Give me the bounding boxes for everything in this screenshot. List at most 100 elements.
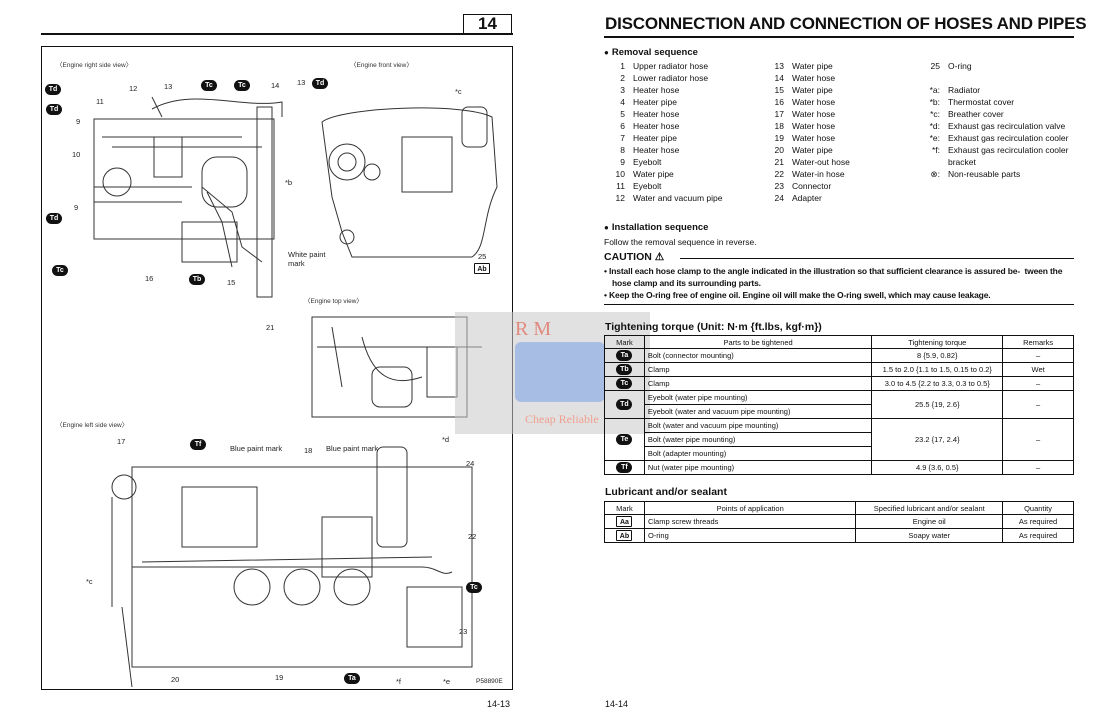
removal-item: 2 Lower radiator hose [603,72,722,84]
spec-cell: Soapy water [855,528,1004,543]
item-number: 19 [774,133,784,143]
part-cell: Eyebolt (water pipe mounting) [643,390,873,405]
torque-mark-badge: Tb [616,364,633,375]
torque-cell: 25.5 {19, 2.6} [871,390,1004,419]
item-label: Heater hose [633,109,680,119]
column-header: Remarks [1002,335,1074,349]
item-number: 12 [615,193,625,203]
view-title-front: 〈Engine front view〉 [350,62,413,69]
part-label: 25 [478,252,487,261]
part-label: 19 [275,673,284,682]
torque-mark-badge: Tf [616,462,633,473]
item-number: 25 [930,61,940,71]
column-header: Specified lubricant and/or sealant [855,501,1004,515]
item-number: 20 [774,145,784,155]
item-number: 21 [774,157,784,167]
part-label: 13 [164,82,173,91]
part-cell: Nut (water pipe mounting) [643,460,873,475]
torque-badge: Tc [201,80,217,91]
removal-item: *b:Thermostat cover [918,96,1068,108]
removal-item: bracket [918,156,1068,168]
item-number: *f: [931,145,940,155]
caution-item: • Keep the O-ring free of engine oil. En… [604,290,991,300]
figure-code: P58890E [476,678,503,685]
remarks-cell: – [1002,460,1074,475]
item-label: Exhaust gas recirculation cooler [948,145,1069,155]
item-label: Water hose [792,97,836,107]
item-label: Exhaust gas recirculation cooler [948,133,1069,143]
part-label: 11 [96,97,104,106]
sealant-mark-badge: Ab [616,530,633,541]
torque-cell: 3.0 to 4.5 {2.2 to 3.3, 0.3 to 0.5} [871,376,1004,391]
item-number: 9 [620,157,625,167]
part-label: Blue paint mark [326,444,379,453]
column-header: Mark [604,501,645,515]
item-label: Water pipe [633,169,674,179]
removal-item: *d: Exhaust gas recirculation valve [918,120,1068,132]
removal-item: ⊗:Non-reusable parts [918,168,1068,180]
part-label: 17 [117,437,126,446]
torque-badge: Tf [190,439,206,450]
part-cell: Bolt (adapter mounting) [643,446,873,461]
item-label: bracket [948,157,976,167]
part-cell: Bolt (water pipe mounting) [643,432,873,447]
part-label: 12 [129,84,138,93]
item-label: Exhaust gas recirculation valve [948,121,1066,131]
column-header: Quantity [1002,501,1074,515]
torque-badge: Td [46,104,62,115]
lubricant-heading: Lubricant and/or sealant [605,486,727,498]
column-header: Tightening torque [871,335,1004,349]
part-label: 14 [271,81,280,90]
torque-badge: Tc [52,265,68,276]
part-label: 15 [227,278,236,287]
torque-mark-badge: Ta [616,350,633,361]
item-number: ⊗: [930,169,940,179]
part-label: 16 [145,274,154,283]
column-header: Mark [604,335,645,349]
item-number: 24 [774,193,784,203]
remarks-cell: Wet [1002,362,1074,377]
item-label: Heater hose [633,145,680,155]
item-label: Heater pipe [633,97,677,107]
item-label: Water hose [792,121,836,131]
watermark-logo: R M [515,318,552,340]
item-number: 3 [620,85,625,95]
item-label: Water-in hose [792,169,845,179]
engine-illustration [93,96,498,688]
torque-cell: 4.9 {3.6, 0.5} [871,460,1004,475]
part-cell: Clamp [643,362,873,377]
part-label: 9 [74,203,79,212]
quantity-cell: As required [1002,514,1074,529]
removal-heading: Removal sequence [604,47,698,58]
item-number: 1 [620,61,625,71]
remarks-cell: – [1002,418,1074,461]
spec-cell: Engine oil [855,514,1004,529]
caution-label: CAUTION ⚠ [604,251,664,263]
point-cell: O-ring [643,528,857,543]
item-label: Lower radiator hose [633,73,709,83]
torque-cell: 1.5 to 2.0 {1.1 to 1.5, 0.15 to 0.2} [871,362,1004,377]
item-number: *d: [929,121,940,131]
item-label: Water-out hose [792,157,850,167]
item-number: 2 [620,73,625,83]
part-label: 9 [76,117,81,126]
item-number: 18 [774,121,784,131]
item-number: 13 [774,61,784,71]
part-label: 21 [266,323,275,332]
watermark-tagline: Cheap Reliable [525,412,599,426]
part-label: Blue paint mark [230,444,283,453]
removal-item: *e:Exhaust gas recirculation cooler [918,132,1069,144]
removal-item: *c:Breather cover [918,108,1068,120]
